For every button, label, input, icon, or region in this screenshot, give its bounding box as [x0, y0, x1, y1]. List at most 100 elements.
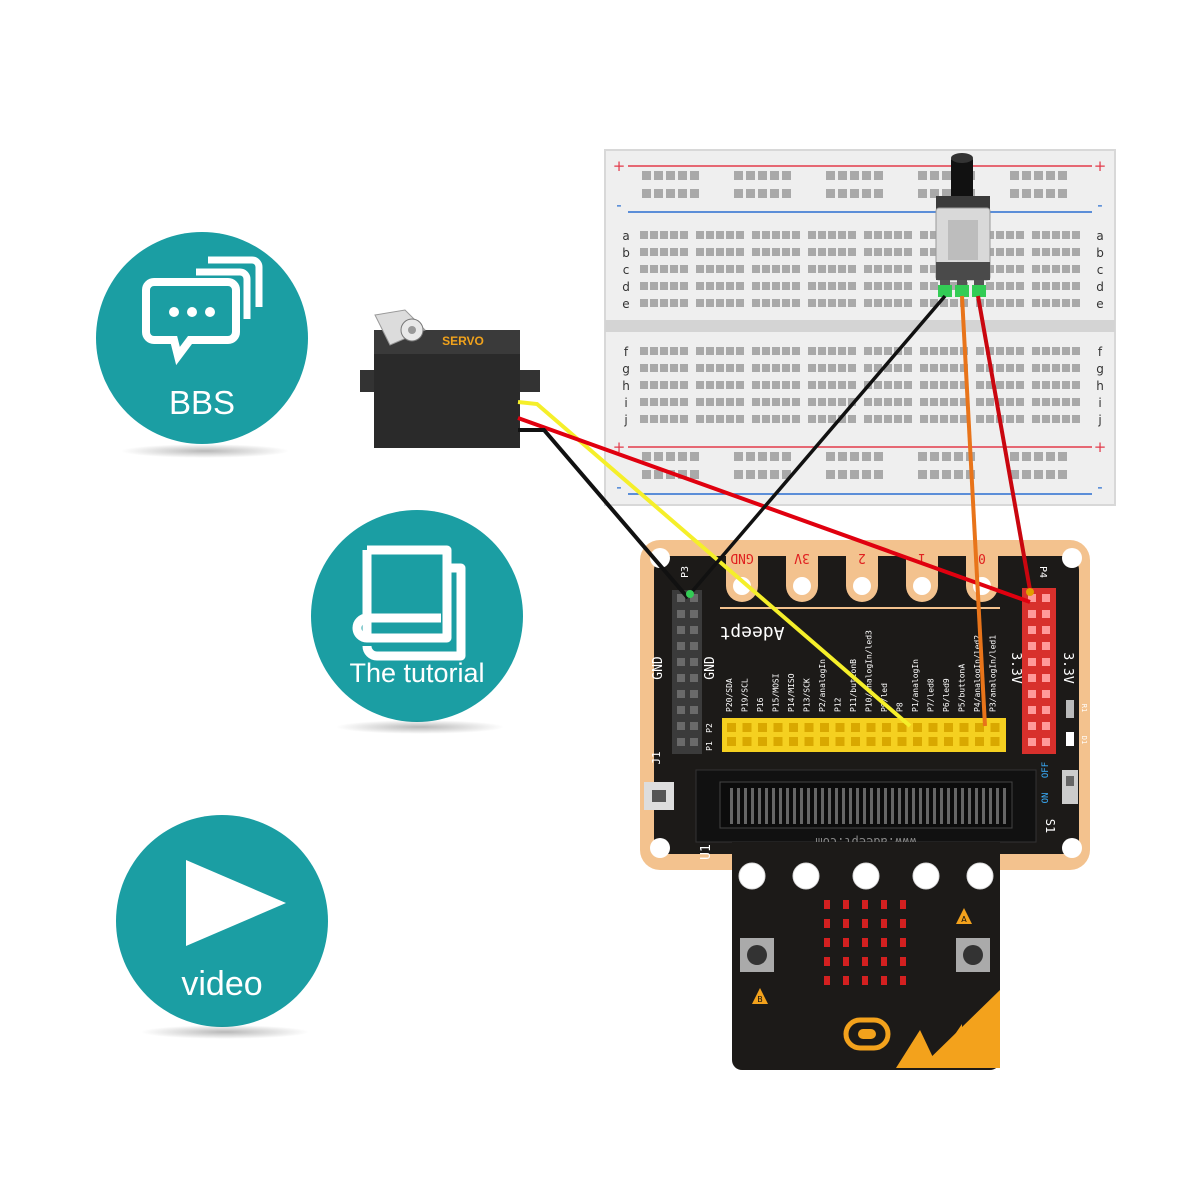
hole [1032, 299, 1040, 307]
led [900, 900, 906, 909]
hole [1016, 265, 1024, 273]
hole [1052, 398, 1060, 406]
led [843, 919, 849, 928]
pin-label: P3/analogIn/led1 [989, 635, 998, 712]
edge-pin [891, 788, 894, 824]
header-pin [913, 723, 922, 732]
hole [874, 299, 882, 307]
rail-hole [850, 452, 859, 461]
header-pin [690, 642, 698, 650]
hole [640, 364, 648, 372]
edge-pin [961, 788, 964, 824]
rail-hole [654, 189, 663, 198]
edge-pin [835, 788, 838, 824]
hole [894, 231, 902, 239]
hole [818, 299, 826, 307]
hole [894, 364, 902, 372]
hole [808, 231, 816, 239]
video-shadow [140, 1025, 310, 1039]
rail-hole [918, 189, 927, 198]
header-pin [882, 723, 891, 732]
hole [904, 265, 912, 273]
header-pin [820, 737, 829, 746]
bbs-label: BBS [168, 384, 236, 421]
plus-sign-br: + [1094, 438, 1107, 456]
led [881, 976, 887, 985]
pin-label: P19/SCL [741, 678, 750, 712]
header-pin [773, 737, 783, 746]
hole [660, 398, 668, 406]
hole [650, 248, 658, 256]
header-pin [959, 737, 969, 746]
rail-hole [746, 470, 755, 479]
rail-hole [1010, 470, 1019, 479]
rail-hole [770, 171, 779, 180]
video-button[interactable]: video [116, 815, 328, 1027]
hole [680, 398, 688, 406]
header-pin [851, 737, 860, 746]
pin-label: P1/analogIn [911, 659, 920, 712]
led [900, 957, 906, 966]
hole [884, 299, 892, 307]
hole [1032, 248, 1040, 256]
hole [874, 398, 882, 406]
edge-pin [940, 788, 943, 824]
rail-hole [1034, 189, 1043, 198]
edge-pin [898, 788, 901, 824]
header-pin [928, 723, 938, 732]
hole [1052, 347, 1060, 355]
hole [1072, 265, 1080, 273]
row-label-e-right: e [1096, 297, 1103, 311]
hole [1032, 364, 1040, 372]
hole [848, 347, 856, 355]
hole [848, 282, 856, 290]
hole [1016, 398, 1024, 406]
hole [660, 381, 668, 389]
header-pin [690, 626, 698, 634]
p1-label: P1 [705, 741, 714, 751]
hole [762, 299, 770, 307]
rail-hole [1034, 470, 1043, 479]
hole [670, 415, 678, 423]
rail-hole [930, 470, 939, 479]
hole [950, 347, 958, 355]
hole [680, 265, 688, 273]
row-label-d-right: d [1096, 280, 1104, 294]
hole [976, 415, 984, 423]
v33-label-2: 3.3V [1060, 652, 1075, 683]
hole [960, 415, 968, 423]
header-pin [677, 642, 685, 650]
header-pin [866, 723, 876, 732]
tutorial-button[interactable]: The tutorial [311, 510, 523, 722]
hole [950, 299, 958, 307]
rail-hole [1046, 189, 1055, 198]
hole [838, 398, 846, 406]
hole [864, 347, 872, 355]
hole [1006, 265, 1014, 273]
hole [996, 231, 1004, 239]
hole [940, 415, 948, 423]
led [900, 976, 906, 985]
hole [940, 381, 948, 389]
edge-pin [821, 788, 824, 824]
hole [736, 398, 744, 406]
pin-label: P20/SDA [725, 678, 734, 712]
hole [808, 364, 816, 372]
header-pin [1042, 642, 1050, 650]
hole [874, 347, 882, 355]
hole [1042, 248, 1050, 256]
header-pin [727, 723, 736, 732]
rail-hole [930, 189, 939, 198]
hole [772, 398, 780, 406]
rail-hole [1010, 452, 1019, 461]
bbs-button[interactable]: BBS [96, 232, 308, 444]
header-pin [1042, 690, 1050, 698]
hole [1042, 299, 1050, 307]
header-pin [913, 737, 922, 746]
hole [884, 398, 892, 406]
header-pin [866, 737, 876, 746]
edge-pin [919, 788, 922, 824]
hole [706, 415, 714, 423]
hole [706, 364, 714, 372]
